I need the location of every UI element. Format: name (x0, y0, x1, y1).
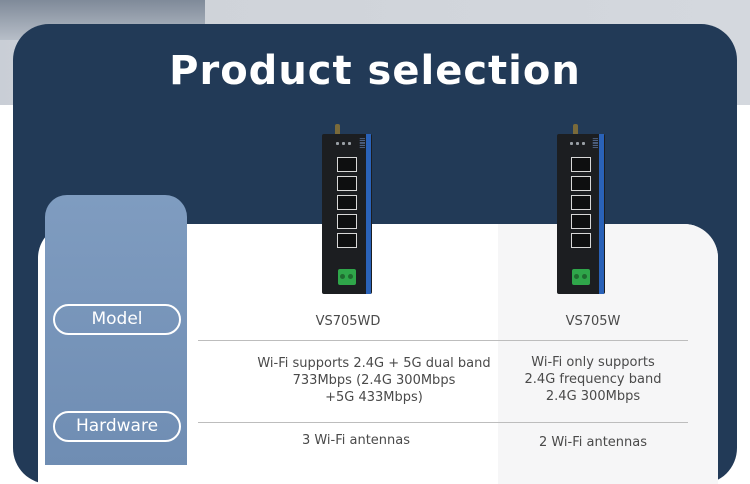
power-terminal-icon (338, 269, 356, 285)
device-brand-mark: |||||| (359, 138, 365, 149)
wifi-line: Wi-Fi supports 2.4G + 5G dual band (257, 356, 491, 371)
wifi-line: 2.4G 300Mbps (545, 389, 641, 404)
led-icon (342, 142, 345, 145)
led-icon (348, 142, 351, 145)
second-column-background (498, 224, 718, 484)
product-image-vs705w: |||||| (557, 124, 605, 294)
ethernet-port-icon (571, 233, 591, 248)
wifi-line: 733Mbps (2.4G 300Mbps (292, 373, 456, 388)
ethernet-port-icon (337, 157, 357, 172)
ethernet-port-icon (337, 233, 357, 248)
ethernet-port-icon (571, 214, 591, 229)
ethernet-port-icon (337, 214, 357, 229)
ethernet-port-icon (571, 176, 591, 191)
model-label: Model (53, 304, 181, 335)
wifi-cell-1: Wi-Fi supports 2.4G + 5G dual band 733Mb… (198, 355, 550, 406)
antenna-icon (335, 124, 340, 138)
led-icon (582, 142, 585, 145)
hardware-label: Hardware (53, 411, 181, 442)
wifi-line: 2.4G frequency band (524, 372, 662, 387)
ethernet-port-icon (571, 157, 591, 172)
device-brand-mark: |||||| (592, 138, 598, 149)
wifi-line: +5G 433Mbps) (325, 390, 423, 405)
row-divider (198, 422, 688, 423)
row-divider (198, 340, 688, 341)
led-icon (576, 142, 579, 145)
antenna-icon (573, 124, 578, 138)
power-terminal-icon (572, 269, 590, 285)
ethernet-port-icon (337, 195, 357, 210)
antenna-cell-2: 2 Wi-Fi antennas (538, 435, 648, 450)
antenna-cell-1: 3 Wi-Fi antennas (301, 433, 411, 448)
product-image-vs705wd: |||||| (322, 124, 372, 294)
model-cell-1: VS705WD (315, 314, 381, 329)
led-icon (336, 142, 339, 145)
device-stripe (366, 134, 371, 294)
led-icon (570, 142, 573, 145)
device-stripe (599, 134, 604, 294)
page-title: Product selection (169, 48, 581, 94)
model-cell-2: VS705W (565, 314, 621, 329)
wifi-line: Wi-Fi only supports (531, 355, 655, 370)
wifi-cell-2: Wi-Fi only supports 2.4G frequency band … (498, 354, 688, 405)
ethernet-port-icon (337, 176, 357, 191)
ethernet-port-icon (571, 195, 591, 210)
